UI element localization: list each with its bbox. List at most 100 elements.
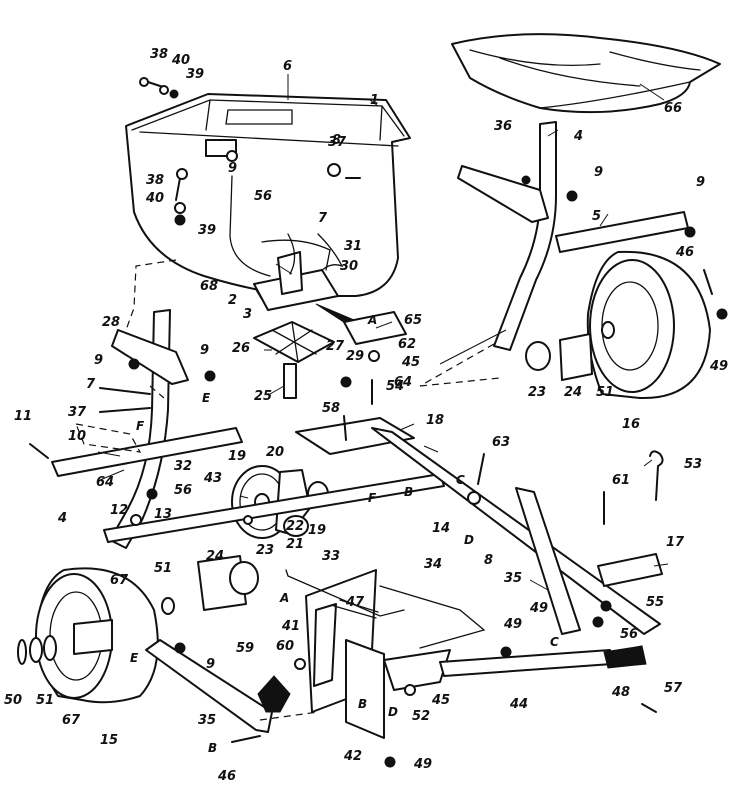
callout-63: 63 [492,435,510,450]
control-rod-lower [379,585,486,649]
callout-57: 57 [664,681,683,696]
callout-22: 22 [286,519,304,534]
callout-48: 48 [611,685,630,700]
letter-b-bolt: B [208,741,217,755]
callout-3: 3 [243,307,252,322]
knob-align-line [259,711,319,721]
left-wheel [35,567,159,704]
callout-14: 14 [432,521,450,536]
letter-a-upper: A [367,313,377,327]
callout-55: 55 [646,595,664,610]
callout-51-middle: 51 [154,561,172,576]
callout-46-lower: 46 [217,769,236,784]
control-rod-upper [285,569,405,617]
callout-44: 44 [509,697,528,712]
callout-66: 66 [664,101,682,116]
callout-9-left-tube: 9 [94,353,103,368]
callout-4-left: 4 [57,511,67,526]
mounting-plate [295,417,415,455]
callout-40-lower: 40 [145,191,164,206]
callout-65: 65 [404,313,422,328]
frame-align-line [419,343,495,387]
callout-39-upper: 39 [186,67,204,82]
left-wheel-bushings [161,555,259,615]
callout-67-upper: 67 [110,573,129,588]
callout-26: 26 [232,341,250,356]
letter-a-lower: A [279,591,289,605]
callout-49-bottom: 49 [413,757,432,772]
callout-35-right: 35 [504,571,522,586]
letter-e-brace: E [130,651,139,665]
callout-27: 27 [326,339,345,354]
callout-18: 18 [426,413,444,428]
callout-68: 68 [200,279,218,294]
callout-61: 61 [612,473,630,488]
callout-56-lower: 56 [620,627,638,642]
bar-align-area [75,423,142,453]
cross-bar [51,427,243,477]
callout-56-middle: 56 [174,483,192,498]
hopper [125,93,411,297]
callout-16: 16 [622,417,640,432]
axle-align-line [419,377,501,387]
letter-c-brace: C [550,635,559,649]
callout-54: 54 [386,379,404,394]
callout-58: 58 [322,401,340,416]
callout-59: 59 [236,641,254,656]
callout-49-bracket: 49 [529,601,548,616]
callout-40-upper: 40 [171,53,190,68]
callout-9-brace: 9 [206,657,215,672]
brace-left [145,639,273,733]
callout-7-lower: 7 [86,377,96,392]
letter-e-bracket: E [202,391,211,405]
callout-37-upper: 37 [328,135,347,150]
callout-32: 32 [174,459,192,474]
callout-23-left: 23 [256,543,274,558]
hitch-hook [649,450,664,501]
left-washers [17,635,57,665]
callout-4-right: 4 [573,129,583,144]
letter-d-washer: D [464,533,474,547]
letter-f-axle: F [368,491,377,505]
callout-67-lower: 67 [62,713,81,728]
callout-24-right: 24 [564,385,582,400]
callout-39-lower: 39 [198,223,216,238]
callout-8-lower: 8 [484,553,493,568]
callout-37-lower: 37 [68,405,87,420]
spacer-plate [343,311,407,345]
axle [103,473,445,543]
callout-10: 10 [68,429,86,444]
letter-c-tongue: C [456,473,465,487]
callout-21: 21 [286,537,304,552]
callout-13: 13 [154,507,172,522]
callout-50: 50 [4,693,22,708]
callout-7-upper: 7 [318,211,328,226]
callout-43: 43 [203,471,222,486]
callout-6: 6 [283,59,292,74]
callout-62: 62 [398,337,416,352]
callout-45-upper: 45 [401,355,420,370]
spinner [253,321,335,399]
callout-8-upper: 8 [332,133,341,148]
hardware-bolts [29,77,728,768]
callout-11: 11 [14,409,32,424]
callout-52: 52 [412,709,430,724]
callout-49-right: 49 [709,359,728,374]
control-panel [305,569,451,739]
callout-41: 41 [281,619,300,634]
callout-20: 20 [266,445,284,460]
tube-align-line [149,385,165,399]
callout-19-upper: 19 [228,449,246,464]
letter-b-tongue: B [404,485,413,499]
callout-46-upper: 46 [675,245,694,260]
bracket-align-line [125,259,177,331]
letter-f-bar: F [136,419,145,433]
callout-5: 5 [592,209,601,224]
right-wheel-bushings [525,333,593,381]
callout-51-right: 51 [596,385,614,400]
callout-30: 30 [340,259,358,274]
